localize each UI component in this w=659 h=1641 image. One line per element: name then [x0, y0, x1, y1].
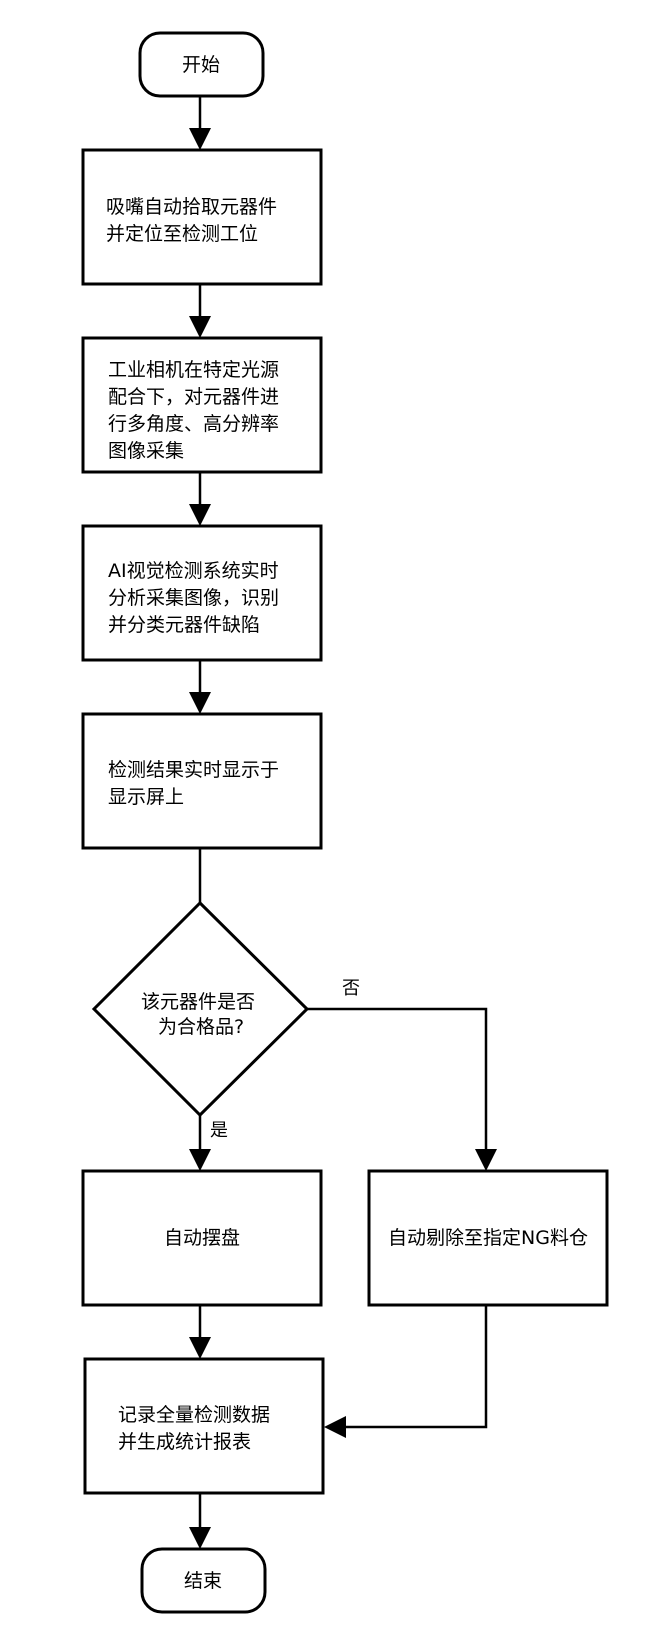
step2-box	[81, 336, 323, 474]
arrow-step2-to-step3	[189, 504, 211, 526]
step2-line-2: 配合下，对元器件进	[108, 386, 279, 408]
step1-line-2: 并定位至检测工位	[106, 223, 258, 245]
record-box	[83, 1357, 325, 1495]
step3-line-2: 分析采集图像，识别	[108, 587, 279, 609]
step2-line-3: 行多角度、高分辨率	[108, 413, 279, 435]
yes-edge-label: 是	[210, 1120, 228, 1141]
yes-action-label: 自动摆盘	[164, 1227, 240, 1249]
start-node	[138, 31, 265, 98]
no-action-label: 自动剔除至指定NG料仓	[388, 1227, 588, 1249]
decision-diamond	[91, 900, 310, 1118]
step3-box	[81, 524, 323, 662]
no-action-box	[367, 1169, 609, 1307]
step1-line-1: 吸嘴自动拾取元器件	[106, 196, 277, 218]
start-label: 开始	[182, 54, 220, 76]
edge-decision-no	[307, 1007, 488, 1151]
edges	[189, 95, 497, 1549]
arrow-decision-no	[475, 1149, 497, 1171]
record-line-2: 并生成统计报表	[118, 1431, 251, 1453]
step1-text: 吸嘴自动拾取元器件 并定位至检测工位	[106, 196, 283, 245]
decision-line-1: 该元器件是否	[141, 991, 255, 1013]
step4-line-2: 显示屏上	[108, 786, 184, 808]
yes-action-box	[81, 1169, 323, 1307]
edge-no-to-record	[344, 1305, 488, 1429]
step1-box	[81, 148, 323, 286]
decision-line-2: 为合格品?	[158, 1016, 244, 1038]
arrow-decision-yes	[189, 1149, 211, 1171]
step2-text: 工业相机在特定光源 配合下，对元器件进 行多角度、高分辨率 图像采集	[108, 359, 285, 462]
step3-line-3: 并分类元器件缺陷	[108, 614, 260, 636]
arrow-no-to-record	[324, 1416, 346, 1438]
arrow-record-to-end	[189, 1527, 211, 1549]
step3-line-1: AI视觉检测系统实时	[108, 560, 279, 582]
arrow-yes-to-record	[189, 1337, 211, 1359]
end-label: 结束	[184, 1570, 222, 1592]
arrow-start-to-step1	[189, 128, 211, 150]
record-text: 记录全量检测数据 并生成统计报表	[118, 1404, 276, 1453]
arrow-step3-to-step4	[189, 692, 211, 714]
no-edge-label: 否	[342, 978, 360, 999]
arrow-step1-to-step2	[189, 316, 211, 338]
decision-text: 该元器件是否 为合格品?	[141, 991, 261, 1038]
record-line-1: 记录全量检测数据	[118, 1404, 270, 1426]
step2-line-1: 工业相机在特定光源	[108, 359, 279, 381]
end-node	[140, 1547, 267, 1614]
step3-text: AI视觉检测系统实时 分析采集图像，识别 并分类元器件缺陷	[108, 560, 285, 636]
step2-line-4: 图像采集	[108, 440, 184, 462]
step4-text: 检测结果实时显示于 显示屏上	[108, 759, 285, 808]
step4-box	[81, 712, 323, 850]
step4-line-1: 检测结果实时显示于	[108, 759, 279, 781]
